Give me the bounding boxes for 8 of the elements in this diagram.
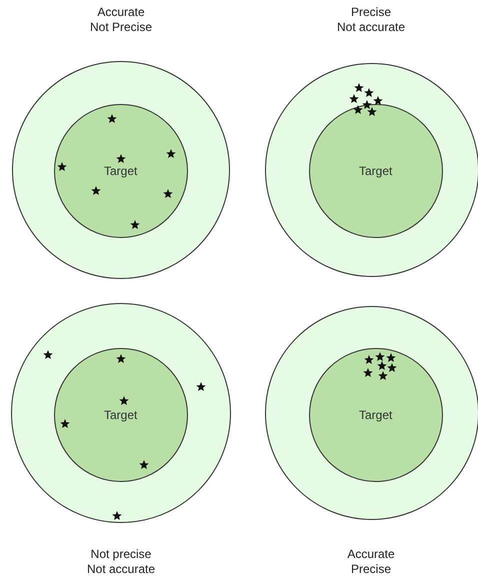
target-label: Target — [359, 164, 392, 177]
target-label: Target — [104, 164, 138, 177]
caption: Precise Not accurate — [336, 5, 406, 35]
caption: Accurate Not Precise — [90, 5, 152, 35]
target-label: Target — [104, 408, 138, 421]
caption: Accurate Precise — [347, 547, 395, 577]
target-label: Target — [359, 408, 392, 421]
caption: Not precise Not accurate — [86, 547, 156, 577]
